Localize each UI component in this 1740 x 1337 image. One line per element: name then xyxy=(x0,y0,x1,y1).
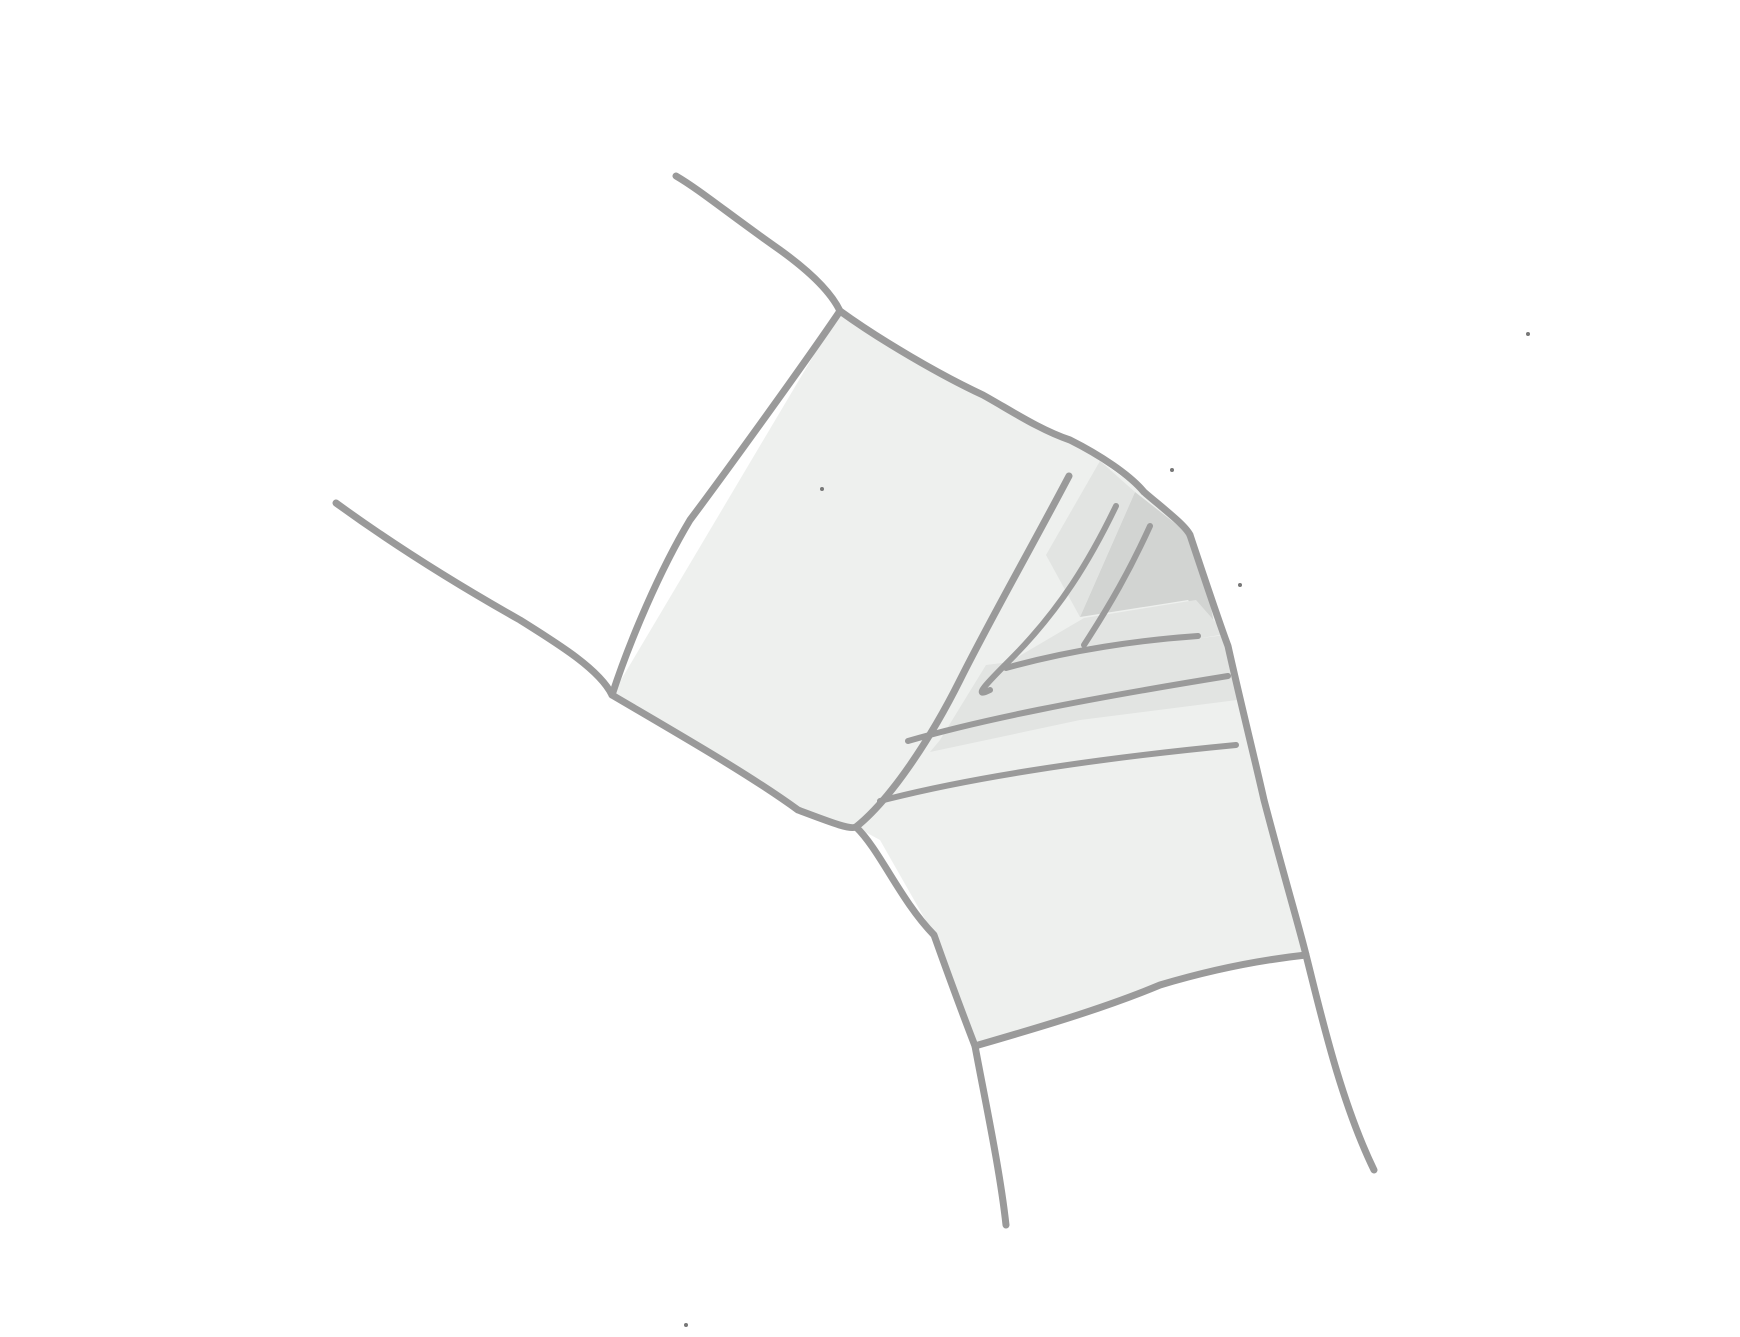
pencil-speck xyxy=(1526,332,1530,336)
pencil-speck xyxy=(1170,468,1174,472)
pencil-speck xyxy=(1238,583,1242,587)
pencil-speck xyxy=(820,487,824,491)
pencil-speck xyxy=(684,1323,688,1327)
